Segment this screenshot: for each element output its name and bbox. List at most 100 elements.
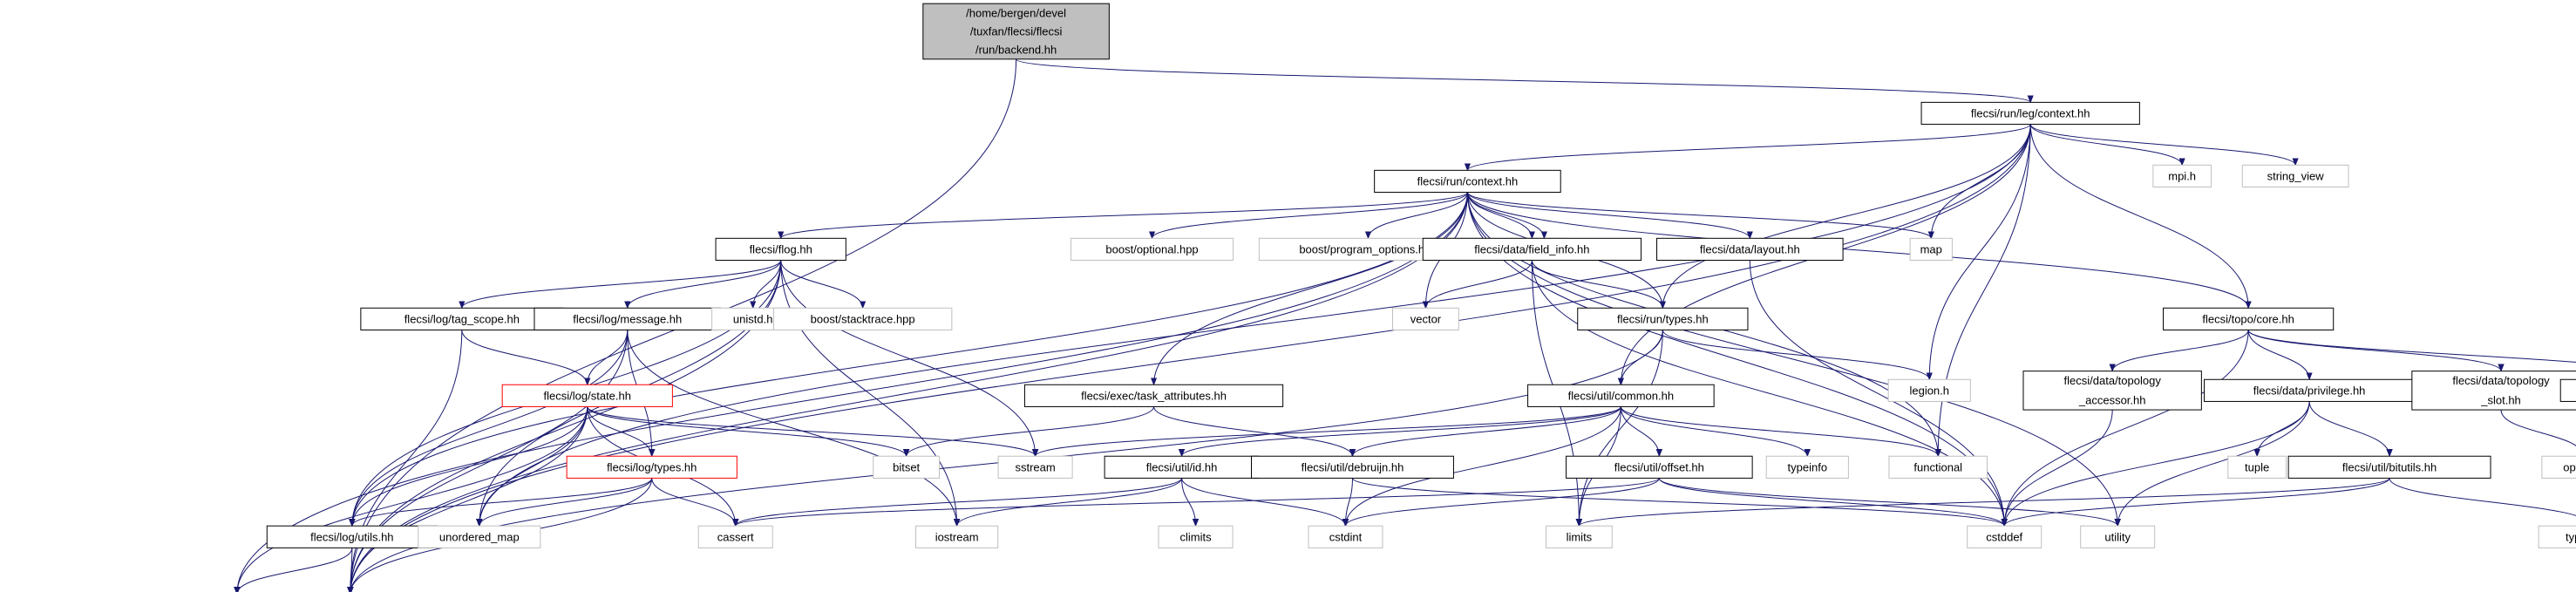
edge-run_context-to-map [1466,192,1931,239]
node-box [1158,525,1234,548]
node-unordered_map: unordered_map [418,525,541,548]
node-label: flecsi/data/topology [2064,374,2162,387]
edge-run_context-to-flog [781,192,1468,239]
node-privilege[interactable]: flecsi/data/privilege.hh [2204,378,2416,402]
node-label: flecsi/data/field_info.hh [1474,242,1589,255]
node-label: boost/program_options.hpp [1299,242,1437,255]
edge-tag_scope-to-log_state [461,330,588,385]
edge-log_utils-to-string [237,548,353,592]
node-util_id[interactable]: flecsi/util/id.hh [1104,455,1260,479]
node-topo_core[interactable]: flecsi/topo/core.hh [2163,307,2335,330]
edge-run_types-to-limits [1579,330,1663,526]
node-data_layout[interactable]: flecsi/data/layout.hh [1656,237,1844,261]
node-label: string_view [2267,169,2325,182]
node-boost_optional: boost/optional.hpp [1071,237,1234,261]
node-field_info[interactable]: flecsi/data/field_info.hh [1422,237,1642,261]
dependency-nodes: /home/bergen/devel/tuxfan/flecsi/flecsi/… [266,3,2576,548]
node-typeinfo: typeinfo [1765,455,1849,479]
node-box [1545,525,1613,548]
edge-util_offset-to-cassert [736,477,1660,527]
node-mpi_h: mpi.h [2152,164,2212,188]
node-util_common[interactable]: flecsi/util/common.hh [1527,384,1715,407]
node-box [2227,455,2287,479]
node-util_offset[interactable]: flecsi/util/offset.hh [1566,455,1753,479]
edge-flog-to-iostream [780,260,957,526]
node-box [1023,384,1284,407]
node-log_message[interactable]: flecsi/log/message.hh [534,307,722,330]
node-climits: climits [1158,525,1234,548]
edge-log_types-to-cassert [651,478,736,527]
node-run_context[interactable]: flecsi/run/context.hh [1374,169,1561,194]
node-box [1422,237,1642,261]
edge-leg_context-to-run_context [1467,124,2031,171]
edge-log_state-to-unordered_map [479,406,588,526]
node-label: flecsi/util/id.hh [1146,460,1218,473]
edge-topology_accessor-to-cstddef [2004,410,2113,526]
node-box [2080,525,2156,548]
node-label: flecsi/data/layout.hh [1700,242,1800,255]
edge-data_layout-to-cstddef [1749,260,2004,526]
node-box [2411,371,2576,411]
edge-task_attributes-to-bitset [907,406,1155,457]
edge-util_common-to-functional [1620,406,1938,457]
node-type_traits_hh[interactable]: flecsi/util/type_traits.hh [2559,378,2576,402]
node-cstddef: cstddef [1967,525,2042,548]
node-box [715,237,846,261]
node-label: map [1920,242,1942,255]
node-topology_accessor[interactable]: flecsi/data/topology_accessor.hh [2022,371,2202,411]
edge-debruijn-to-cstddef [1351,477,2004,527]
edge-run_context-to-boost_optional [1152,192,1468,239]
edge-run_context-to-task_attributes [1154,192,1468,385]
node-log_state[interactable]: flecsi/log/state.hh [501,384,673,407]
edge-util_common-to-typeinfo [1620,406,1807,457]
node-leg_context[interactable]: flecsi/run/leg/context.hh [1920,101,2140,126]
edge-privilege-to-utility [2117,401,2310,526]
node-box [2559,378,2576,402]
node-box [1308,525,1383,548]
edge-privilege-to-cstddef [2004,401,2310,526]
node-label: iostream [935,530,979,543]
node-label: legion.h [1909,384,1949,397]
node-topology_slot[interactable]: flecsi/data/topology_slot.hh [2411,371,2576,411]
node-bitset: bitset [873,455,941,479]
edge-flog-to-sstream [780,260,1036,456]
edge-topo_core-to-topology_slot [2247,330,2501,371]
node-debruijn[interactable]: flecsi/util/debruijn.hh [1251,455,1454,479]
edge-log_message-to-log_utils [352,330,629,526]
node-label: tuple [2245,460,2269,473]
edge-flog-to-boost_stacktrace [780,260,863,309]
edge-leg_context-to-mpi_h [2029,124,2182,166]
edge-leg_context-to-map [1931,124,2031,239]
node-box [1251,455,1454,479]
node-tag_scope[interactable]: flecsi/log/tag_scope.hh [360,307,564,330]
node-label: flecsi/topo/core.hh [2202,312,2294,325]
node-task_attributes[interactable]: flecsi/exec/task_attributes.hh [1023,384,1284,407]
node-box [2022,371,2202,411]
edge-util_id-to-cassert [736,477,1183,527]
edge-bitutils-to-cstddef [2004,478,2390,527]
node-box [1920,101,2140,126]
node-run_types[interactable]: flecsi/run/types.hh [1577,307,1749,330]
edge-log_state-to-sstream [587,406,1036,457]
node-log_types[interactable]: flecsi/log/types.hh [566,455,737,479]
node-label: flecsi/run/context.hh [1417,174,1519,187]
node-flog[interactable]: flecsi/flog.hh [715,237,846,261]
node-log_utils[interactable]: flecsi/log/utils.hh [266,525,438,548]
node-label: sstream [1015,460,1055,473]
node-box [1967,525,2042,548]
node-backend[interactable]: /home/bergen/devel/tuxfan/flecsi/flecsi/… [922,3,1110,60]
node-box [873,455,941,479]
node-label: /run/backend.hh [975,44,1057,57]
edge-leg_context-to-run_types [1662,124,2031,309]
node-label: climits [1179,530,1212,543]
node-box [1566,455,1753,479]
edge-util_common-to-sstream [1036,406,1621,457]
edge-log_state-to-string [237,406,588,592]
node-label: boost/stacktrace.hpp [811,312,915,325]
edge-util_offset-to-cstddef [1658,478,2004,527]
edge-leg_context-to-topo_core [2029,124,2248,309]
node-bitutils[interactable]: flecsi/util/bitutils.hh [2287,455,2491,479]
edge-field_info-to-vector [1425,260,1533,309]
node-box [1765,455,1849,479]
edge-util_common-to-debruijn [1352,406,1621,457]
